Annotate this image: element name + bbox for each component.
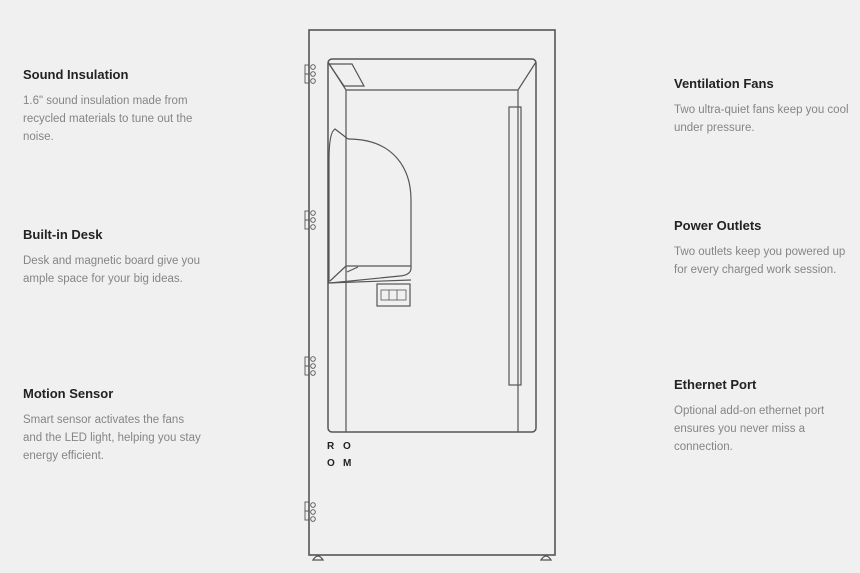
feature-sound-insulation: Sound Insulation 1.6" sound insulation ma…	[23, 67, 203, 146]
booth-feet	[311, 555, 553, 561]
feature-title: Built-in Desk	[23, 227, 103, 242]
feature-desc: Optional add-on ethernet port ensures yo…	[674, 405, 825, 453]
logo-letter: M	[343, 458, 351, 469]
desk-top	[329, 265, 411, 282]
room-logo: R O O M	[327, 441, 351, 469]
hinges	[304, 64, 316, 522]
feature-desc: 1.6" sound insulation made from recycled…	[23, 95, 193, 143]
door-handle	[508, 106, 522, 386]
feature-desc: Smart sensor activates the fans and the …	[23, 414, 201, 462]
booth-window	[327, 58, 537, 433]
feature-title: Ethernet Port	[674, 377, 757, 392]
booth-frame	[308, 29, 556, 556]
feature-title: Ventilation Fans	[674, 76, 774, 91]
feature-title: Power Outlets	[674, 218, 762, 233]
feature-title: Motion Sensor	[23, 386, 114, 401]
desk-panel	[329, 138, 412, 284]
power-outlet-icon	[376, 283, 411, 307]
feature-title: Sound Insulation	[23, 67, 129, 82]
logo-letter: O	[343, 441, 351, 452]
ventilation-fan-icon	[327, 63, 366, 87]
logo-letter: O	[327, 458, 335, 469]
feature-desc: Desk and magnetic board give you ample s…	[23, 255, 201, 285]
desk-edge	[327, 279, 412, 284]
feature-desc: Two outlets keep you powered up for ever…	[674, 246, 846, 276]
feature-desc: Two ultra-quiet fans keep you cool under…	[674, 104, 849, 134]
logo-letter: R	[327, 441, 335, 452]
desk-side	[328, 128, 349, 283]
